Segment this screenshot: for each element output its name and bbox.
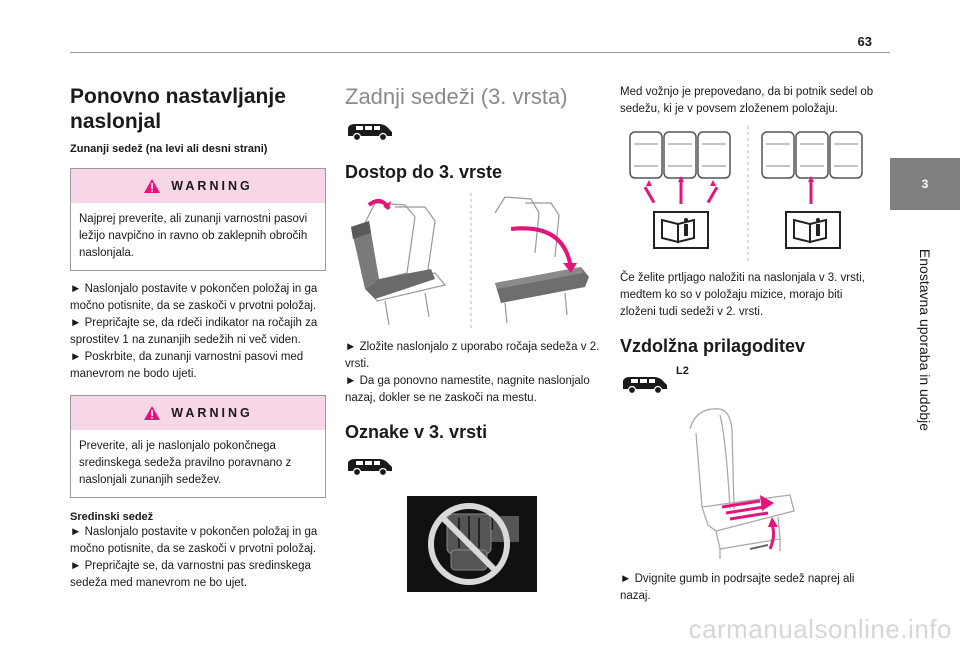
warning-box-1: WARNING Najprej preverite, ali zunanji v… [70,168,326,271]
van-variant-label: L2 [676,365,689,377]
step-text: ► Da ga ponovno namestite, nagnite naslo… [345,375,590,404]
step-text: ► Naslonjalo postavite v pokončen položa… [70,283,318,312]
chapter-tab[interactable]: 3 [890,158,960,210]
intro-text: Med vožnjo je prepovedano, da bi potnik … [620,86,874,115]
header-rule [70,52,890,53]
van-icon [348,124,392,142]
column-2: Zadnji sedeži (3. vrsta) Dostop do 3. vr… [345,84,601,592]
section-access-row3: Dostop do 3. vrste [345,162,503,182]
seats-table-position-illustration [629,126,863,262]
warning-box-2: WARNING Preverite, ali je naslonjalo pok… [70,395,326,498]
warning-text-2: Preverite, ali je naslonjalo pokončnega … [79,440,292,486]
column-1: Ponovno nastavljanje naslonjal Zunanji s… [70,84,326,592]
subtitle-center-seat: Sredinski sedež [70,511,154,523]
step-text: ► Prepričajte se, da varnostni pas sredi… [70,560,311,589]
warning-header-2: WARNING [71,396,325,430]
warning-text-1: Najprej preverite, ali zunanji varnostni… [79,213,308,259]
warning-triangle-icon [144,406,161,420]
chapter-title-text: Enostavna uporaba in udobje [917,248,933,432]
warning-label-1: WARNING [171,179,253,193]
section-markings-row3: Oznake v 3. vrsti [345,422,488,442]
no-sitting-pictogram [407,496,537,592]
section-title-reset: Ponovno nastavljanje naslonjal [70,85,286,133]
warning-triangle-icon [144,179,161,193]
section-longitudinal-adjust: Vzdolžna prilagoditev [620,336,806,356]
subtitle-outer-seat: Zunanji sedež (na levi ali desni strani) [70,143,268,155]
section-title-rear-seats: Zadnji sedeži (3. vrsta) [345,84,568,109]
step-text: ► Prepričajte se, da rdeči indikator na … [70,317,318,346]
step-text: ► Dvignite gumb in podrsajte sedež napre… [620,573,855,602]
step-text: ► Poskrbite, da zunanji varnostni pasovi… [70,351,304,380]
chapter-title: Enostavna uporaba in udobje [890,210,960,470]
page-number: 63 [857,34,872,49]
warning-header-1: WARNING [71,169,325,203]
column-3: Med vožnjo je prepovedano, da bi potnik … [620,84,876,605]
seat-slide-illustration [689,408,795,559]
watermark: carmanualsonline.info [688,614,952,644]
seat-fold-illustration [351,193,589,329]
step-text: ► Zložite naslonjalo z uporabo ročaja se… [345,341,600,370]
van-l2-row: L2 [620,365,876,395]
warning-label-2: WARNING [171,406,253,420]
luggage-text: Če želite prtljago naložiti na naslonjal… [620,272,865,318]
van-icon [623,377,667,395]
van-icon [348,459,392,477]
step-text: ► Naslonjalo postavite v pokončen položa… [70,526,318,555]
